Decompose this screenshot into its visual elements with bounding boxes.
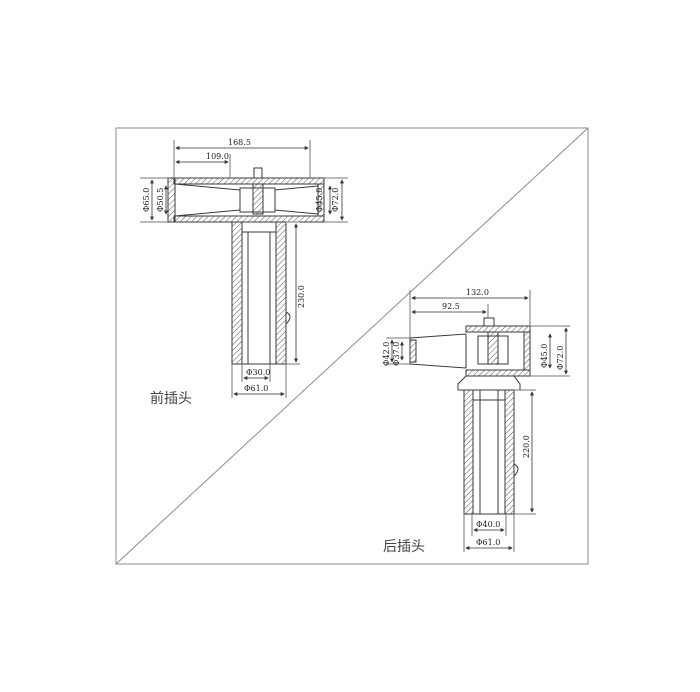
front-half-length: 109.0 [206,152,229,161]
drawing-frame [115,127,589,565]
front-height: 230.0 [297,285,306,308]
rear-bottom-inner-diameter: Φ40.0 [476,520,500,529]
rear-plug-drawing [386,290,570,552]
front-outer-diameter: Φ65.0 [142,188,151,212]
front-bottom-inner-diameter: Φ30.0 [246,368,270,377]
front-right-inner-diameter: Φ45.0 [315,188,324,212]
rear-height: 220.0 [522,435,531,458]
front-total-length: 168.5 [228,138,251,147]
rear-left-inner-diameter: Φ37.0 [392,342,401,366]
rear-plug-caption: 后插头 [383,539,425,555]
rear-half-length: 92.5 [442,302,460,311]
front-plug-dimension-labels: 168.5 109.0 Φ65.0 Φ50.5 Φ45.0 Φ72.0 230.… [142,138,340,393]
rear-total-length: 132.0 [466,288,489,297]
rear-plug-dimension-labels: 132.0 92.5 Φ42.0 Φ37.0 Φ45.0 Φ72.0 220.0… [382,288,565,547]
front-plug-caption: 前插头 [150,390,192,407]
diagonal-divider [115,127,589,565]
front-inner-diameter: Φ50.5 [156,188,165,212]
rear-bottom-outer-diameter: Φ61.0 [476,538,500,547]
front-bottom-outer-diameter: Φ61.0 [244,384,268,393]
front-plug-dimensions [150,146,344,396]
rear-left-outer-diameter: Φ42.0 [382,342,391,366]
rear-right-inner-diameter: Φ45.0 [540,344,549,368]
front-plug-drawing [140,140,348,398]
rear-right-outer-diameter: Φ72.0 [556,346,565,370]
front-right-outer-diameter: Φ72.0 [331,188,340,212]
rear-plug-dimensions [390,296,568,550]
